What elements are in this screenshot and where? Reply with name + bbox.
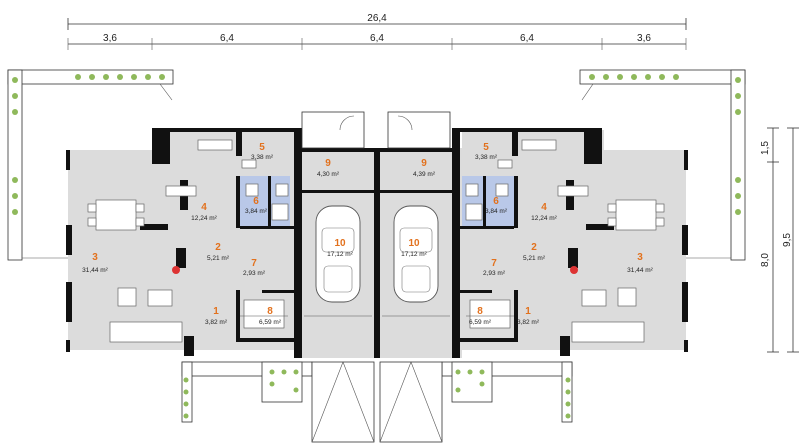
pergola-left [7, 69, 174, 261]
room-3-area-left: 31,44 m² [82, 267, 108, 274]
room-6-number-left: 6 [253, 196, 259, 207]
top-dimensions: 26,4 3,6 6,4 6,4 6,4 3,6 [67, 13, 687, 50]
room-6-area-left: 3,84 m² [245, 208, 268, 215]
room-10-area-right: 17,12 m² [401, 251, 427, 258]
room-4-number-right: 4 [541, 202, 547, 213]
room-2-number-left: 2 [215, 242, 221, 253]
entrances-bottom [181, 361, 573, 443]
room-9-area-left: 4,30 m² [317, 171, 340, 178]
room-7-area-right: 2,93 m² [483, 270, 506, 277]
segment-label-4: 6,4 [520, 33, 534, 44]
room-3-area-right: 31,44 m² [627, 267, 653, 274]
segment-label-5: 3,6 [637, 33, 651, 44]
room-5-number-left: 5 [259, 142, 265, 153]
room-9-area-right: 4,39 m² [413, 171, 436, 178]
segment-label-3: 6,4 [370, 33, 384, 44]
room-labels-right: 1 3,82 m² 2 5,21 m² 3 31,44 m² 4 12,24 m… [401, 142, 653, 326]
pergola-right [579, 69, 746, 261]
room-5-area-right: 3,38 m² [475, 154, 498, 161]
room-8-area-left: 6,59 m² [259, 319, 282, 326]
room-7-area-left: 2,93 m² [243, 270, 266, 277]
room-7-number-left: 7 [251, 258, 257, 269]
side-dimensions: 1,5 8,0 9,5 [760, 127, 799, 353]
room-5-number-right: 5 [483, 142, 489, 153]
room-6-area-right: 3,84 m² [485, 208, 508, 215]
room-4-area-right: 12,24 m² [531, 215, 557, 222]
room-9-number-left: 9 [325, 158, 331, 169]
room-7-number-right: 7 [491, 258, 497, 269]
car-right [393, 205, 439, 303]
utility-entries [301, 111, 451, 149]
segment-label-1: 3,6 [103, 33, 117, 44]
room-1-number-right: 1 [525, 306, 531, 317]
room-1-area-right: 3,82 m² [517, 319, 540, 326]
room-4-area-left: 12,24 m² [191, 215, 217, 222]
room-8-number-right: 8 [477, 306, 483, 317]
room-2-area-left: 5,21 m² [207, 255, 230, 262]
total-width-label: 26,4 [367, 13, 387, 24]
room-10-number-left: 10 [334, 238, 346, 249]
height-top-label: 1,5 [760, 141, 771, 155]
room-3-number-right: 3 [637, 252, 643, 263]
room-6-number-right: 6 [493, 196, 499, 207]
furniture-left [87, 139, 289, 343]
room-4-number-left: 4 [201, 202, 207, 213]
segment-label-2: 6,4 [220, 33, 234, 44]
room-5-area-left: 3,38 m² [251, 154, 274, 161]
room-8-area-right: 6,59 m² [469, 319, 492, 326]
room-8-number-left: 8 [267, 306, 273, 317]
car-left [315, 205, 361, 303]
walls-center [298, 128, 456, 358]
room-labels-left: 1 3,82 m² 2 5,21 m² 3 31,44 m² 4 12,24 m… [82, 142, 353, 326]
room-1-area-left: 3,82 m² [205, 319, 228, 326]
room-2-area-right: 5,21 m² [523, 255, 546, 262]
height-main-label: 8,0 [760, 253, 771, 267]
furniture-right [465, 139, 665, 343]
room-3-number-left: 3 [92, 252, 98, 263]
room-1-number-left: 1 [213, 306, 219, 317]
room-10-number-right: 10 [408, 238, 420, 249]
room-10-area-left: 17,12 m² [327, 251, 353, 258]
room-9-number-right: 9 [421, 158, 427, 169]
height-total-label: 9,5 [782, 233, 793, 247]
room-2-number-right: 2 [531, 242, 537, 253]
